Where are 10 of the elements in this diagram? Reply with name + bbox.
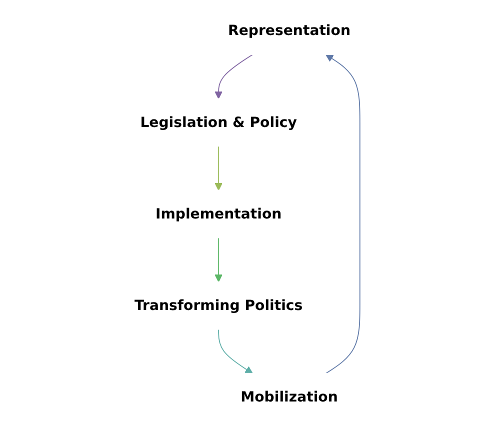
node-text: Legislation & Policy: [140, 114, 296, 130]
arrow: [325, 54, 360, 374]
node-text: Mobilization: [240, 388, 338, 406]
node-text: Implementation: [155, 205, 282, 222]
arrow: [214, 146, 222, 191]
arrow: [214, 54, 252, 99]
node-text: Representation: [228, 22, 350, 39]
node-text: Transforming Politics: [134, 296, 302, 314]
arrow: [214, 237, 222, 282]
arrow: [218, 328, 252, 374]
